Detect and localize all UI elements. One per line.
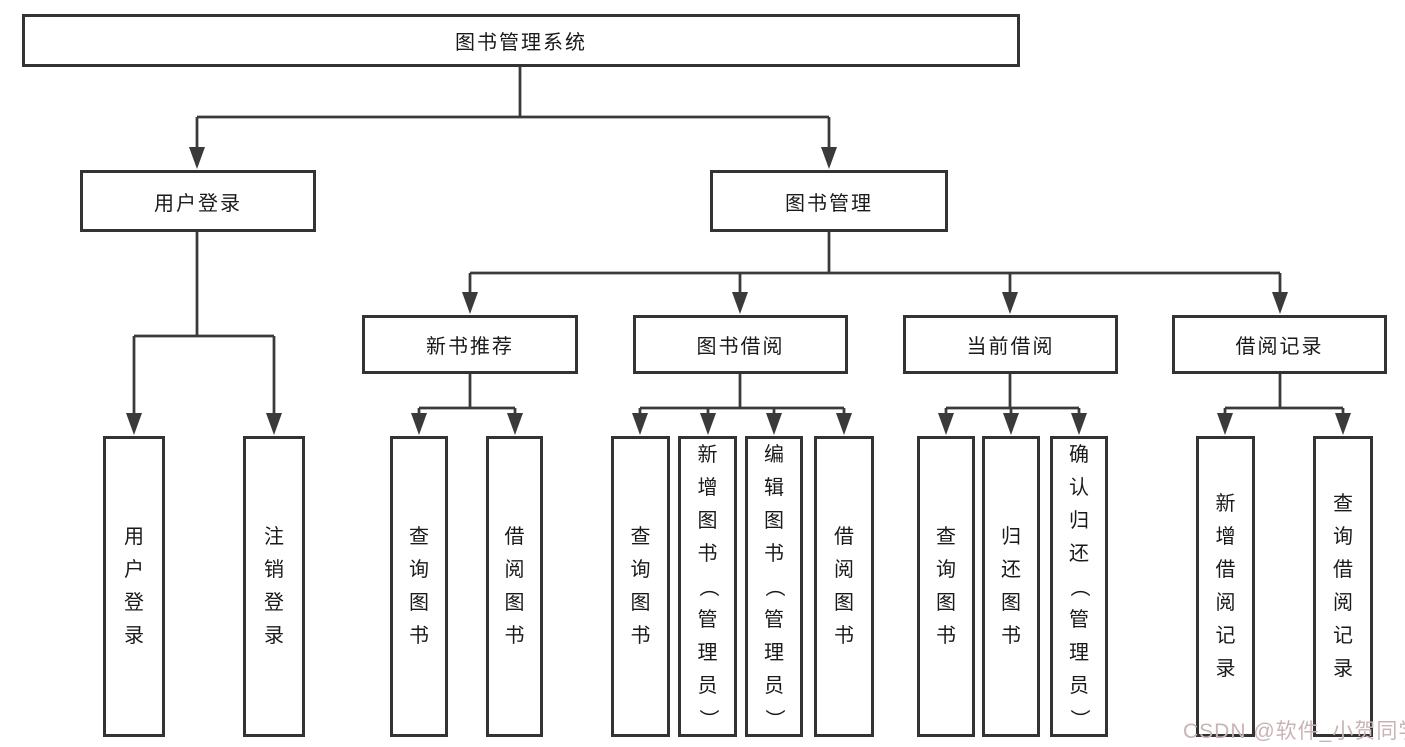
leaf-return-books-label: 归还图书	[1001, 526, 1021, 647]
node-current-borrow-label: 当前借阅	[966, 336, 1055, 358]
node-borrow-records: 借阅记录	[1172, 315, 1387, 374]
leaf-add-borrow-record: 新增借阅记录	[1196, 436, 1255, 737]
leaf-borrow-books-1-label: 借阅图书	[504, 526, 525, 647]
node-root: 图书管理系统	[22, 14, 1020, 67]
node-book-borrow-label: 图书借阅	[696, 336, 785, 358]
node-book-management: 图书管理	[710, 170, 948, 232]
node-new-book-recommend: 新书推荐	[362, 315, 578, 374]
leaf-query-borrow-record-label: 查询借阅记录	[1333, 493, 1353, 680]
leaf-query-borrow-record: 查询借阅记录	[1313, 436, 1373, 737]
node-root-label: 图书管理系统	[455, 32, 587, 54]
leaf-query-books-3-label: 查询图书	[936, 526, 956, 647]
node-book-management-label: 图书管理	[785, 192, 873, 215]
leaf-add-books-admin-label: 新增图书（管理员）	[696, 443, 719, 729]
leaf-add-borrow-record-label: 新增借阅记录	[1215, 493, 1236, 680]
leaf-user-login: 用户登录	[103, 436, 165, 737]
leaf-user-login-label: 用户登录	[124, 526, 144, 647]
node-new-book-recommend-label: 新书推荐	[426, 336, 514, 358]
csdn-watermark: CSDN @软件_小贺同学	[1183, 720, 1405, 743]
leaf-logout-label: 注销登录	[264, 526, 284, 647]
node-user-login-label: 用户登录	[154, 192, 242, 215]
node-borrow-records-label: 借阅记录	[1235, 336, 1324, 358]
leaf-query-books-1-label: 查询图书	[409, 526, 429, 647]
leaf-edit-books-admin: 编辑图书（管理员）	[745, 436, 803, 737]
leaf-logout: 注销登录	[243, 436, 305, 737]
node-current-borrow: 当前借阅	[903, 315, 1118, 374]
leaf-query-books-3: 查询图书	[917, 436, 975, 737]
leaf-confirm-return-admin-label: 确认归还（管理员）	[1068, 443, 1090, 729]
leaf-query-books-1: 查询图书	[390, 436, 448, 737]
leaf-confirm-return-admin: 确认归还（管理员）	[1050, 436, 1108, 737]
leaf-query-books-2-label: 查询图书	[630, 526, 651, 647]
leaf-borrow-books-2: 借阅图书	[814, 436, 874, 737]
leaf-return-books: 归还图书	[982, 436, 1040, 737]
node-book-borrow: 图书借阅	[633, 315, 848, 374]
node-user-login: 用户登录	[80, 170, 316, 232]
leaf-borrow-books-1: 借阅图书	[486, 436, 543, 737]
leaf-borrow-books-2-label: 借阅图书	[834, 526, 854, 647]
leaf-add-books-admin: 新增图书（管理员）	[678, 436, 737, 737]
leaf-edit-books-admin-label: 编辑图书（管理员）	[763, 443, 785, 729]
leaf-query-books-2: 查询图书	[611, 436, 670, 737]
